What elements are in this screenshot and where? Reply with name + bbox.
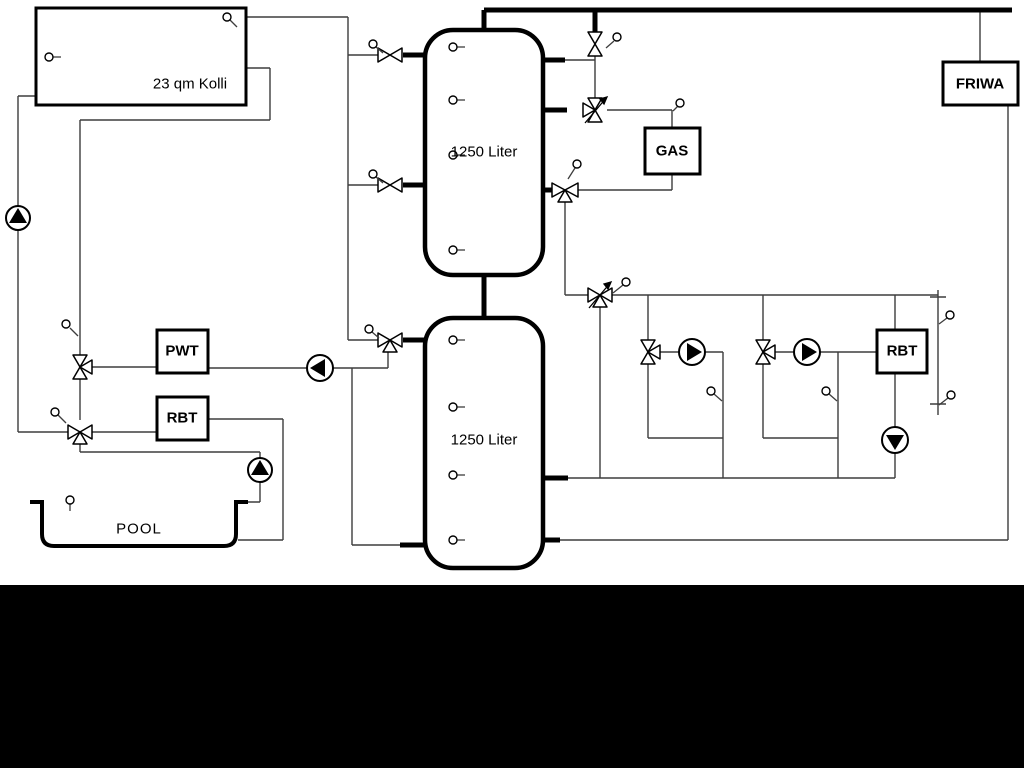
valve-solar-mixing-icon xyxy=(72,354,93,380)
valve-circuit1-icon xyxy=(640,339,661,365)
rbt-left-label: RBT xyxy=(166,409,198,427)
rbt-right-box xyxy=(875,328,929,375)
buffer-tank-top xyxy=(422,27,546,278)
friwa-label: FRIWA xyxy=(955,75,1005,93)
buffer-tank-bottom xyxy=(422,315,546,571)
valve-tank2-top-left-icon xyxy=(377,332,403,353)
valve-tank1-top-left-icon xyxy=(377,47,403,63)
friwa-box xyxy=(941,60,1020,107)
valve-header-top-icon xyxy=(587,31,603,57)
valve-gas-supply-icon xyxy=(582,95,609,124)
pool-pump-icon xyxy=(247,457,273,483)
solar-pump-icon xyxy=(5,205,31,231)
rbt-right-pump-icon xyxy=(881,426,909,454)
valve-tank1-mid-left-icon xyxy=(377,177,403,193)
circuit1-pump-icon xyxy=(678,338,706,366)
pool-label: POOL xyxy=(116,520,162,538)
pipe-lines xyxy=(17,10,1009,546)
collector-label: 23 qm Kolli xyxy=(152,75,228,93)
circuit2-pump-icon xyxy=(793,338,821,366)
tank-bottom-label: 1250 Liter xyxy=(450,431,518,449)
schematic-drawing xyxy=(5,6,1020,571)
rbt-left-box xyxy=(155,395,210,442)
sensor-icons xyxy=(44,12,956,545)
valve-heating-mixer-icon xyxy=(587,280,613,309)
tank-top-label: 1250 Liter xyxy=(450,143,518,161)
pwt-charge-pump-icon xyxy=(306,354,334,382)
pool-basin xyxy=(30,500,248,548)
rbt-right-label: RBT xyxy=(886,342,918,360)
valve-gas-return-icon xyxy=(551,182,579,203)
pwt-label: PWT xyxy=(165,342,199,360)
solar-collector-box xyxy=(34,6,248,107)
valve-circuit2-icon xyxy=(755,339,776,365)
schematic-canvas: 23 qm Kolli 1250 Liter 1250 Liter GAS FR… xyxy=(0,0,1024,585)
letterbox-bottom xyxy=(0,585,1024,768)
gas-boiler-box xyxy=(643,126,702,176)
pwt-box xyxy=(155,328,210,375)
gas-label: GAS xyxy=(655,142,689,160)
valve-pool-mixing-icon xyxy=(67,424,93,445)
